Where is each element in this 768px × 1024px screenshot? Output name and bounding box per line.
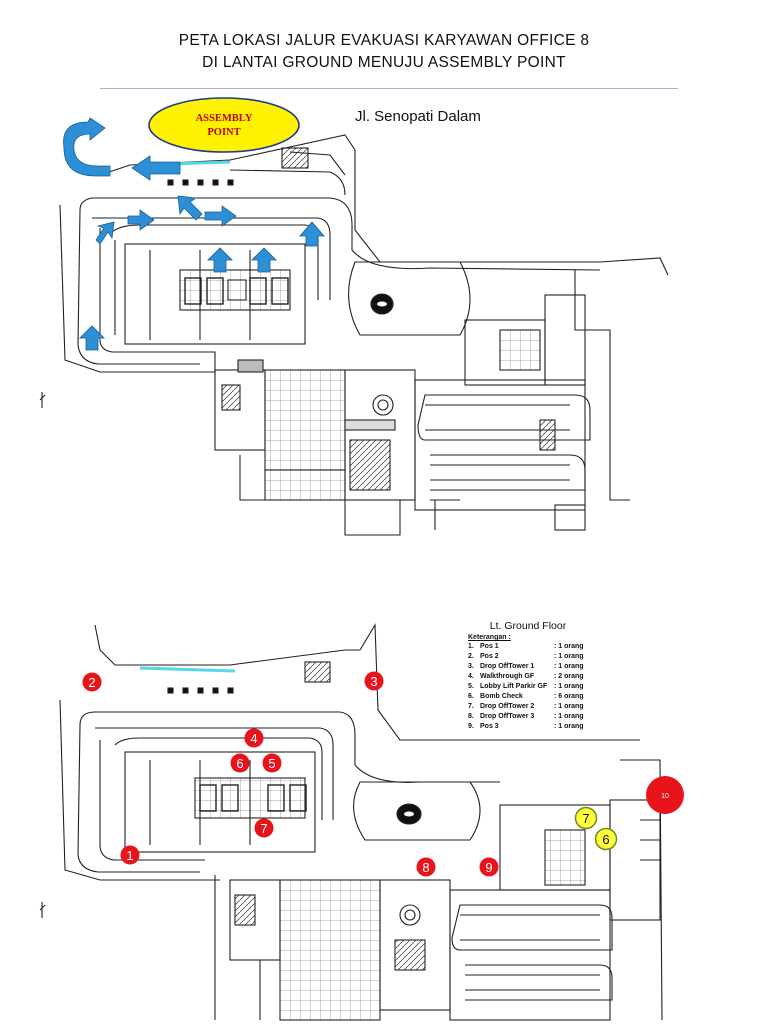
marker-1: 1 xyxy=(120,845,140,865)
page-title-line-2: DI LANTAI GROUND MENUJU ASSEMBLY POINT xyxy=(202,54,566,71)
marker-8: 8 xyxy=(416,857,436,877)
legend-row-name: Pos 2 xyxy=(480,653,499,660)
legend-row-count: : 6 orang xyxy=(554,693,584,700)
top-floor-plan xyxy=(39,134,669,536)
legend-row-number: 7. xyxy=(468,703,474,710)
legend-row: 2. Pos 2 : 1 orang xyxy=(468,652,618,662)
legend-row: 9. Pos 3 : 1 orang xyxy=(468,722,618,732)
legend-row: 7. Drop OffTower 2 : 1 orang xyxy=(468,702,618,712)
legend-title: Lt. Ground Floor xyxy=(489,620,567,632)
arrow-right-icon xyxy=(204,205,237,227)
legend-row-count: : 2 orang xyxy=(554,673,584,680)
arrow-up-icon xyxy=(79,325,105,351)
marker-5: 5 xyxy=(262,753,282,773)
legend-row-number: 3. xyxy=(468,663,474,670)
arrow-diagonal-icon xyxy=(95,221,115,245)
svg-text:3: 3 xyxy=(370,674,377,689)
legend-row-count: : 1 orang xyxy=(554,653,584,660)
svg-text:2: 2 xyxy=(88,675,95,690)
legend-heading: Keterangan : xyxy=(468,634,511,641)
svg-text:7: 7 xyxy=(582,811,589,826)
legend-row-number: 2. xyxy=(468,653,474,660)
marker-2: 2 xyxy=(82,672,102,692)
marker-6: 6 xyxy=(230,753,250,773)
arrow-left-icon xyxy=(131,155,181,181)
legend-row-number: 6. xyxy=(468,693,474,700)
legend-row-number: 8. xyxy=(468,713,474,720)
marker-4: 4 xyxy=(244,728,264,748)
legend-row: 3. Drop OffTower 1 : 1 orang xyxy=(468,662,618,672)
svg-text:8: 8 xyxy=(422,860,429,875)
legend-row-number: 5. xyxy=(468,683,474,690)
svg-text:9: 9 xyxy=(485,860,492,875)
u-turn-arrow-icon xyxy=(63,117,111,177)
bottom-floor-plan xyxy=(39,623,663,1021)
marker-10: 10 xyxy=(646,776,684,814)
arrow-up-icon xyxy=(299,221,325,247)
legend-row-number: 1. xyxy=(468,643,474,650)
arrow-right-icon xyxy=(127,209,155,231)
svg-text:4: 4 xyxy=(250,731,257,746)
marker-7: 7 xyxy=(254,818,274,838)
legend-row-count: : 1 orang xyxy=(554,703,584,710)
legend-row-name: Drop OffTower 1 xyxy=(480,663,535,670)
street-label: Jl. Senopati Dalam xyxy=(355,108,481,125)
svg-text:1: 1 xyxy=(126,848,133,863)
arrow-up-icon xyxy=(251,247,277,273)
legend-row-name: Pos 1 xyxy=(480,643,499,650)
legend-row-name: Bomb Check xyxy=(480,693,523,700)
marker-9: 9 xyxy=(479,857,499,877)
title-divider xyxy=(100,88,678,89)
legend-row: 6. Bomb Check : 6 orang xyxy=(468,692,618,702)
legend-row-count: : 1 orang xyxy=(554,643,584,650)
legend-row-name: Lobby Lift Parkir GF xyxy=(480,683,548,690)
legend-row-name: Drop OffTower 3 xyxy=(480,713,535,720)
legend-row-number: 4. xyxy=(468,673,474,680)
legend-row-name: Walkthrough GF xyxy=(480,673,535,680)
legend-row-count: : 1 orang xyxy=(554,713,584,720)
svg-text:10: 10 xyxy=(661,793,669,800)
legend-row-count: : 1 orang xyxy=(554,683,584,690)
legend-row-count: : 1 orang xyxy=(554,723,584,730)
svg-text:6: 6 xyxy=(236,756,243,771)
legend-row-name: Drop OffTower 2 xyxy=(480,703,535,710)
legend-row-count: : 1 orang xyxy=(554,663,584,670)
marker-yellow-7: 7 xyxy=(574,806,598,830)
assembly-point-line-2: POINT xyxy=(207,127,240,138)
svg-text:6: 6 xyxy=(602,832,609,847)
marker-yellow-6: 6 xyxy=(594,827,618,851)
legend-row: 5. Lobby Lift Parkir GF : 1 orang xyxy=(468,682,618,692)
marker-3: 3 xyxy=(364,671,384,691)
legend-row: 8. Drop OffTower 3 : 1 orang xyxy=(468,712,618,722)
arrow-up-icon xyxy=(207,247,233,273)
legend: Lt. Ground Floor Keterangan : 1. Pos 1 : 1… xyxy=(468,620,618,732)
evacuation-arrows xyxy=(63,117,325,351)
assembly-point: ASSEMBLY POINT xyxy=(148,97,300,153)
legend-row: 1. Pos 1 : 1 orang xyxy=(468,642,618,652)
legend-row-name: Pos 3 xyxy=(480,723,499,730)
arrow-diagonal-icon xyxy=(177,195,203,221)
legend-row: 4. Walkthrough GF : 2 orang xyxy=(468,672,618,682)
evacuation-posts: 1 2 3 4 5 6 7 8 9 10 7 6 xyxy=(82,671,684,877)
svg-text:7: 7 xyxy=(260,821,267,836)
page-title-line-1: PETA LOKASI JALUR EVAKUASI KARYAWAN OFFI… xyxy=(178,32,590,49)
assembly-point-line-1: ASSEMBLY xyxy=(196,113,253,124)
svg-text:5: 5 xyxy=(268,756,275,771)
legend-row-number: 9. xyxy=(468,723,474,730)
